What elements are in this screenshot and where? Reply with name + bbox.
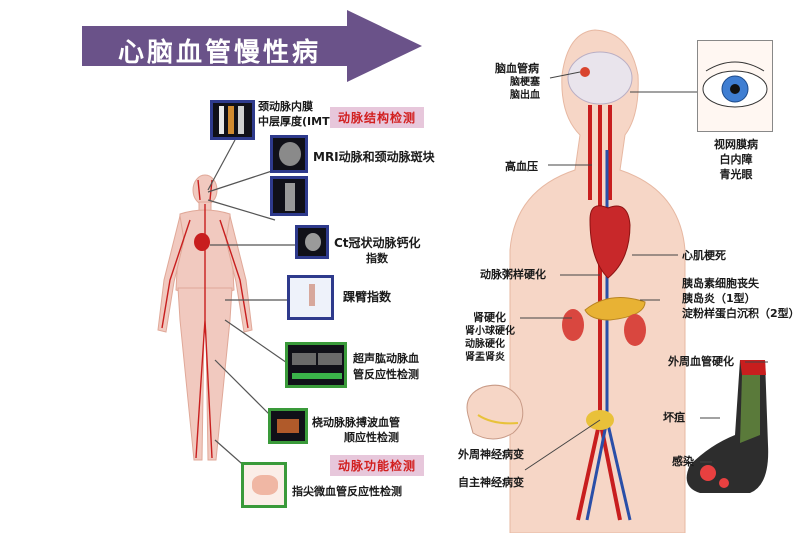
atherosclerosis-label: 动脉粥样硬化 [480, 268, 546, 281]
mri-brain-thumb [270, 135, 308, 173]
mri-carotid-thumb [270, 176, 308, 216]
banner-arrow-shape [82, 10, 422, 82]
brain-hemorrhage-label: 脑出血 [510, 90, 540, 101]
brain-shape [567, 51, 633, 105]
brain-disease-label: 脑血管病 [495, 62, 539, 75]
test-brachial-label-1: 超声肱动脉血 [353, 352, 419, 365]
radial-pulse-thumb [268, 408, 308, 444]
imt-ultrasound-thumb [210, 100, 255, 140]
hypertension-label: 高血压 [505, 160, 538, 173]
tag-function-test: 动脉功能检测 [330, 455, 425, 476]
hand-figure [466, 384, 524, 440]
neuropathy-label: 外周神经病变 [458, 448, 524, 461]
test-imt-label-2: 中层厚度(IMT) [258, 115, 335, 128]
eye-cataract-label: 白内障 [719, 153, 753, 166]
heart-shape [589, 205, 631, 279]
tag-structure-test: 动脉结构检测 [330, 107, 425, 128]
mi-label: 心肌梗死 [682, 249, 726, 262]
right-kidney-shape [624, 314, 646, 346]
left-body-figure [157, 174, 253, 461]
autonomic-neuropathy-label: 自主神经病变 [458, 476, 524, 489]
kidney-sclerosis-label: 肾硬化 [473, 311, 506, 324]
eye-retinopathy-label: 视网膜病 [714, 138, 758, 151]
ct-coronary-thumb [295, 225, 329, 259]
kidney-sub-label-3: 肾盂肾炎 [465, 352, 505, 363]
test-mri-label: MRI动脉和颈动脉斑块 [313, 150, 435, 164]
test-imt-label-1: 颈动脉内膜 [258, 100, 313, 113]
pancreas-shape [584, 297, 646, 321]
eye-glaucoma-label: 青光眼 [719, 168, 753, 181]
pancreas-label-1: 胰岛素细胞丧失 [682, 277, 759, 290]
test-ct-label-2: 指数 [366, 252, 388, 265]
pancreas-label-2: 胰岛炎（1型） [682, 292, 756, 305]
test-abi-label: 踝臂指数 [343, 290, 392, 304]
test-brachial-label-2: 管反应性检测 [353, 368, 419, 381]
brachial-ultrasound-thumb [285, 342, 347, 388]
kidney-sub-label-2: 动脉硬化 [465, 339, 505, 350]
test-ct-label-1: Ct冠状动脉钙化 [334, 236, 421, 250]
fingertip-thumb [241, 462, 287, 508]
pvd-label: 外周血管硬化 [668, 355, 734, 368]
gangrene-label: 坏疽 [663, 411, 685, 424]
ankle-brachial-thumb [287, 275, 334, 320]
pancreas-label-3: 淀粉样蛋白沉积（2型） [682, 307, 800, 320]
kidney-sub-label-1: 肾小球硬化 [465, 326, 515, 337]
test-fingertip-label: 指尖微血管反应性检测 [292, 485, 402, 498]
foot-figure [686, 360, 769, 493]
eye-panel [697, 40, 773, 132]
title-banner [82, 10, 422, 82]
infection-spot [700, 465, 716, 481]
right-torso-figure [509, 29, 686, 533]
infection-label: 感染 [672, 455, 694, 468]
test-radial-label-2: 顺应性检测 [344, 431, 399, 444]
left-kidney-shape [562, 309, 584, 341]
test-radial-label-1: 桡动脉脉搏波血管 [312, 416, 400, 429]
page-title: 心脑血管慢性病 [118, 38, 322, 68]
eye-pupil [730, 84, 740, 94]
brain-infarction-label: 脑梗塞 [510, 77, 540, 88]
